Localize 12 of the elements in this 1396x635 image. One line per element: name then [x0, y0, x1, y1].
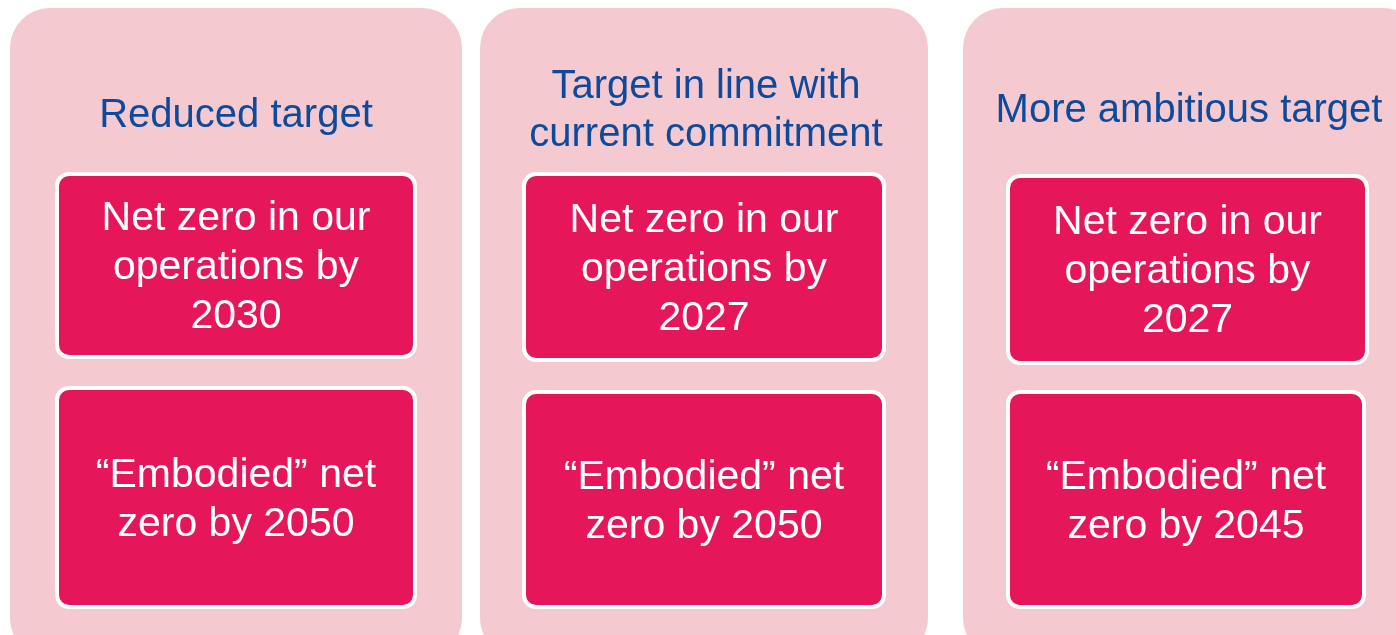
target-box: Net zero in our operations by 2030 — [55, 172, 417, 359]
target-box: “Embodied” net zero by 2045 — [1006, 390, 1366, 609]
panel-heading: Target in line with current commitment — [528, 61, 884, 156]
panel — [480, 8, 928, 635]
target-box: Net zero in our operations by 2027 — [522, 172, 886, 362]
target-box: “Embodied” net zero by 2050 — [55, 386, 417, 609]
target-box: “Embodied” net zero by 2050 — [522, 390, 886, 609]
panel — [963, 8, 1396, 635]
target-box: Net zero in our operations by 2027 — [1006, 174, 1369, 365]
panel-heading: More ambitious target — [994, 85, 1384, 132]
panel — [10, 8, 462, 635]
panel-heading: Reduced target — [98, 90, 374, 137]
